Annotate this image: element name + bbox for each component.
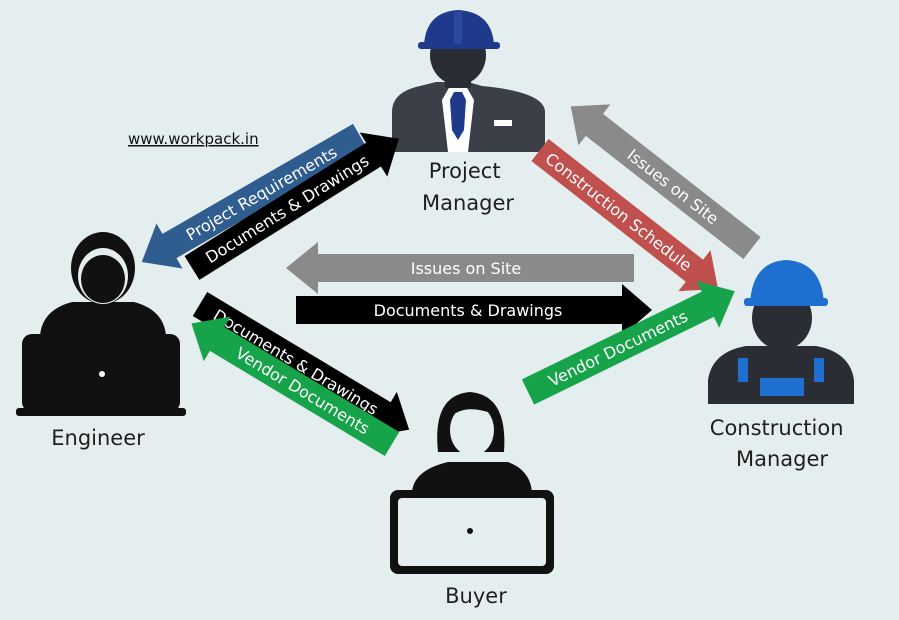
buyer-icon [390, 392, 554, 574]
construction-manager-icon [708, 260, 854, 404]
engineer-label: Engineer [51, 426, 145, 450]
project-manager-label-line2: Manager [422, 191, 514, 215]
buyer-label: Buyer [445, 584, 507, 608]
construction-manager-label-line2: Manager [736, 447, 828, 471]
buyer-label-line1: Buyer [445, 584, 507, 608]
docs-eng-to-cm-label: Documents & Drawings [374, 301, 563, 320]
issues-cm-to-eng-arrow: Issues on Site [286, 242, 634, 294]
construction-manager-label: Construction Manager [710, 416, 850, 471]
construction-manager-label-line1: Construction [710, 416, 844, 440]
docs-eng-to-cm-arrow: Documents & Drawings [296, 284, 652, 336]
project-manager-icon [392, 10, 545, 152]
issues-cm-to-eng-label: Issues on Site [411, 259, 522, 278]
project-manager-label-line1: Project [429, 159, 501, 183]
project-manager-label: Project Manager [422, 159, 514, 215]
engineer-label-line1: Engineer [51, 426, 145, 450]
engineer-icon [16, 232, 186, 416]
website-link[interactable]: www.workpack.in [128, 130, 259, 148]
